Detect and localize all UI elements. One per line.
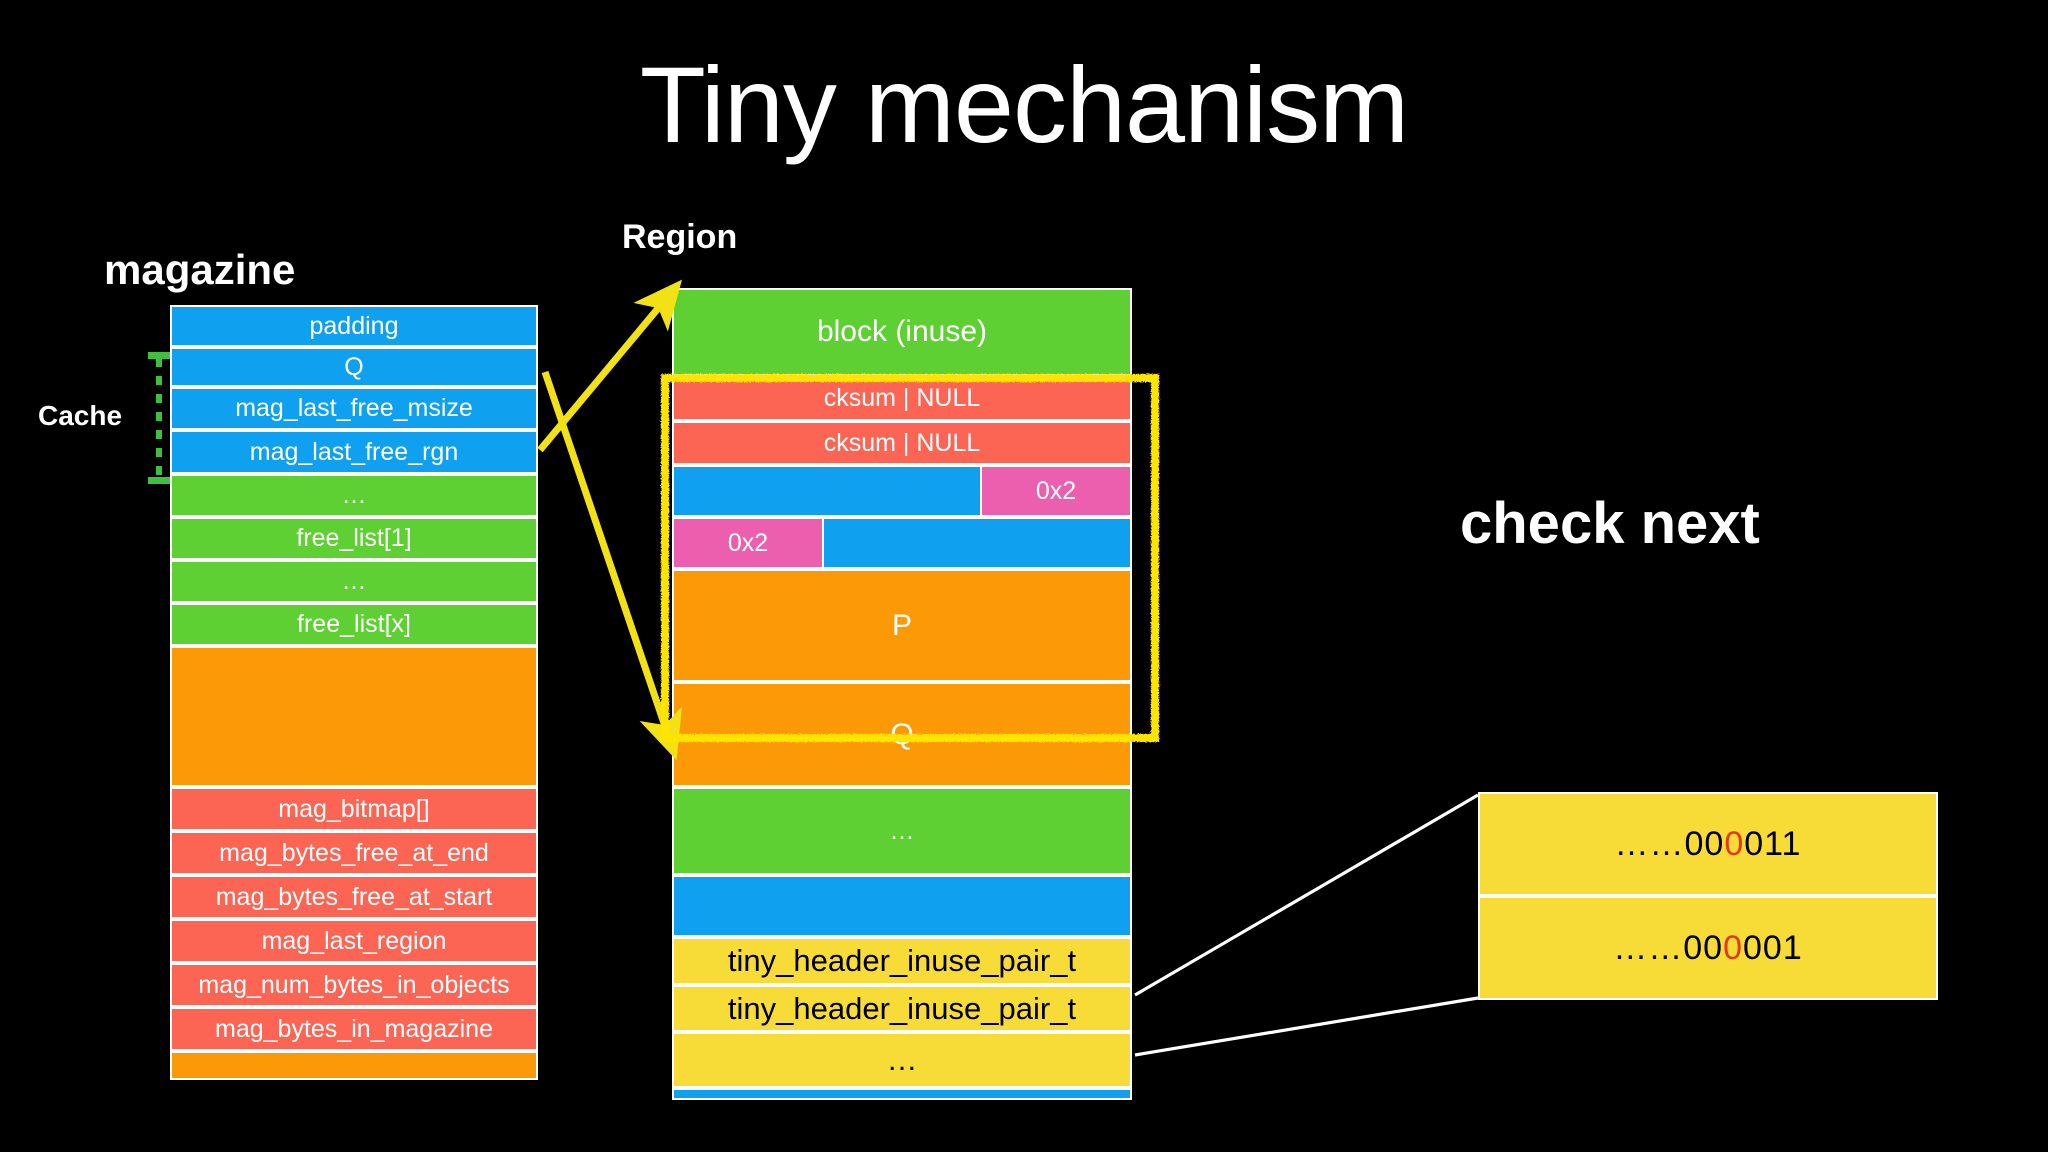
region-row-11: …	[672, 1032, 1132, 1088]
magazine-row-label-6: …	[341, 567, 367, 595]
cache-bracket-stem	[156, 358, 162, 478]
region-row-10: tiny_header_inuse_pair_t	[672, 985, 1132, 1032]
region-row-5: P	[672, 569, 1132, 682]
cache-bracket-cap-top	[148, 352, 170, 359]
magazine-row-1: Q	[170, 347, 538, 387]
cache-bracket-cap-bottom	[148, 477, 170, 484]
region-row-12	[672, 1088, 1132, 1100]
region-row-7: …	[672, 787, 1132, 875]
magazine-row-label-11: mag_bytes_free_at_start	[215, 882, 493, 911]
magazine-row-12: mag_last_region	[170, 919, 538, 963]
magazine-row-15	[170, 1051, 538, 1080]
region-row-label-7: …	[889, 816, 915, 845]
magazine-row-label-12: mag_last_region	[261, 926, 447, 955]
magazine-row-6: …	[170, 560, 538, 603]
region-row-0: block (inuse)	[672, 288, 1132, 376]
region-row-label-10: tiny_header_inuse_pair_t	[727, 990, 1077, 1026]
magazine-row-5: free_list[1]	[170, 517, 538, 560]
region-row-9: tiny_header_inuse_pair_t	[672, 937, 1132, 985]
magazine-row-label-5: free_list[1]	[296, 524, 412, 552]
region-row-label-11: …	[886, 1042, 918, 1077]
cache-label: Cache	[38, 400, 123, 431]
magazine-row-label-1: Q	[344, 352, 364, 381]
callout-prefix-1: ……00	[1613, 928, 1724, 967]
region-badge-label-4: 0x2	[727, 528, 769, 557]
region-row-label-5: P	[891, 608, 912, 642]
magazine-row-8	[170, 646, 538, 787]
callout-suffix-1: 001	[1743, 928, 1803, 967]
magazine-row-label-2: mag_last_free_msize	[235, 394, 473, 422]
region-row-8	[672, 875, 1132, 937]
magazine-row-label-13: mag_num_bytes_in_objects	[198, 970, 510, 999]
region-row-label-2: cksum | NULL	[823, 428, 981, 457]
magazine-row-4: …	[170, 474, 538, 517]
magazine-row-9: mag_bitmap[]	[170, 787, 538, 831]
connector-line-top	[1134, 793, 1479, 997]
magazine-row-0: padding	[170, 305, 538, 347]
page-title: Tiny mechanism	[639, 44, 1409, 165]
region-badge-label-3: 0x2	[1035, 476, 1077, 505]
magazine-heading: magazine	[104, 246, 296, 293]
arrow-to-region-top	[537, 279, 683, 453]
callout-suffix-0: 011	[1744, 824, 1802, 863]
region-struct: block (inuse) cksum | NULL cksum | NULL 0x2…	[672, 288, 1132, 1131]
magazine-row-3: mag_last_free_rgn	[170, 430, 538, 474]
check-next-annotation: check next	[1460, 491, 1760, 556]
magazine-row-10: mag_bytes_free_at_end	[170, 831, 538, 875]
region-row-6: Q	[672, 682, 1132, 787]
magazine-row-label-9: mag_bitmap[]	[278, 794, 430, 823]
region-row-1: cksum | NULL	[672, 376, 1132, 421]
magazine-row-label-3: mag_last_free_rgn	[249, 437, 459, 466]
cache-bracket-icon	[148, 352, 170, 484]
callout-redbit-0: 0	[1724, 824, 1745, 863]
region-row-label-1: cksum | NULL	[823, 384, 981, 412]
region-badge-4: 0x2	[672, 517, 824, 569]
callout-redbit-1: 0	[1723, 928, 1743, 967]
callout-prefix-0: ……00	[1614, 824, 1725, 863]
magazine-row-7: free_list[x]	[170, 603, 538, 646]
region-row-label-6: Q	[890, 717, 914, 751]
arrow-to-region-bottom	[541, 370, 683, 761]
region-row-2: cksum | NULL	[672, 421, 1132, 465]
magazine-row-label-14: mag_bytes_in_magazine	[215, 1014, 493, 1043]
magazine-row-label-7: free_list[x]	[297, 610, 411, 638]
region-row-label-0: block (inuse)	[816, 315, 988, 348]
magazine-row-13: mag_num_bytes_in_objects	[170, 963, 538, 1007]
magazine-row-14: mag_bytes_in_magazine	[170, 1007, 538, 1051]
region-row-label-9: tiny_header_inuse_pair_t	[727, 943, 1077, 978]
magazine-row-2: mag_last_free_msize	[170, 387, 538, 430]
region-heading: Region	[622, 218, 738, 256]
magazine-row-label-4: …	[341, 481, 367, 509]
magazine-row-11: mag_bytes_free_at_start	[170, 875, 538, 919]
magazine-row-label-0: padding	[309, 311, 399, 340]
connector-line-bottom	[1134, 996, 1479, 1057]
region-badge-3: 0x2	[980, 465, 1132, 517]
magazine-row-label-10: mag_bytes_free_at_end	[219, 838, 489, 867]
